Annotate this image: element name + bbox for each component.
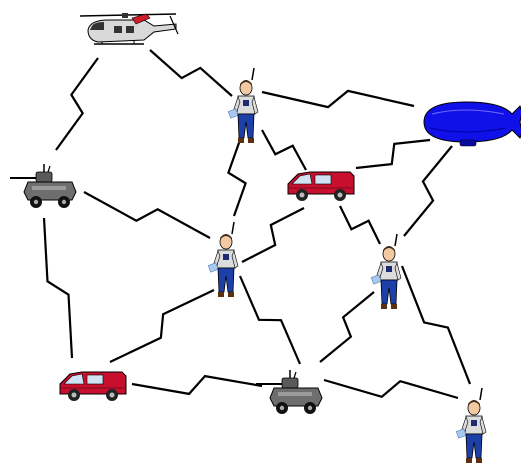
link-van-center-to-soldier-right bbox=[339, 205, 381, 245]
soldier-icon bbox=[455, 387, 487, 464]
soldier-icon bbox=[207, 221, 239, 298]
armored-vehicle-icon bbox=[9, 163, 77, 209]
link-soldier-right-to-tank-bottom bbox=[319, 291, 375, 363]
van-icon bbox=[287, 171, 355, 202]
link-soldier-top-to-blimp bbox=[261, 89, 415, 109]
link-blimp-to-soldier-right bbox=[403, 145, 453, 237]
van-icon bbox=[59, 371, 127, 402]
helicopter-icon bbox=[79, 12, 179, 45]
link-soldier-center-to-van-bottom bbox=[109, 289, 215, 363]
link-soldier-center-to-tank-bottom bbox=[238, 275, 302, 365]
link-tank-bottom-to-soldier-bottom-right bbox=[323, 378, 459, 400]
armored-vehicle-icon bbox=[255, 369, 323, 415]
link-tank-left-to-van-bottom bbox=[42, 217, 74, 359]
link-soldier-right-to-soldier-bottom-right bbox=[400, 265, 472, 385]
soldier-icon bbox=[370, 233, 402, 310]
link-van-center-to-soldier-center bbox=[241, 207, 305, 263]
link-van-bottom-to-tank-bottom bbox=[131, 374, 263, 396]
link-tank-left-to-soldier-center bbox=[83, 191, 211, 239]
links-layer bbox=[42, 49, 472, 400]
blimp-icon bbox=[423, 101, 521, 147]
link-helicopter-to-tank-left bbox=[55, 57, 99, 151]
soldier-icon bbox=[227, 67, 259, 144]
link-soldier-top-to-van-center bbox=[261, 129, 307, 171]
link-blimp-to-van-center bbox=[355, 138, 431, 170]
link-soldier-top-to-soldier-center bbox=[227, 139, 247, 217]
link-helicopter-to-soldier-top bbox=[149, 49, 233, 97]
nodes-layer bbox=[9, 12, 521, 464]
